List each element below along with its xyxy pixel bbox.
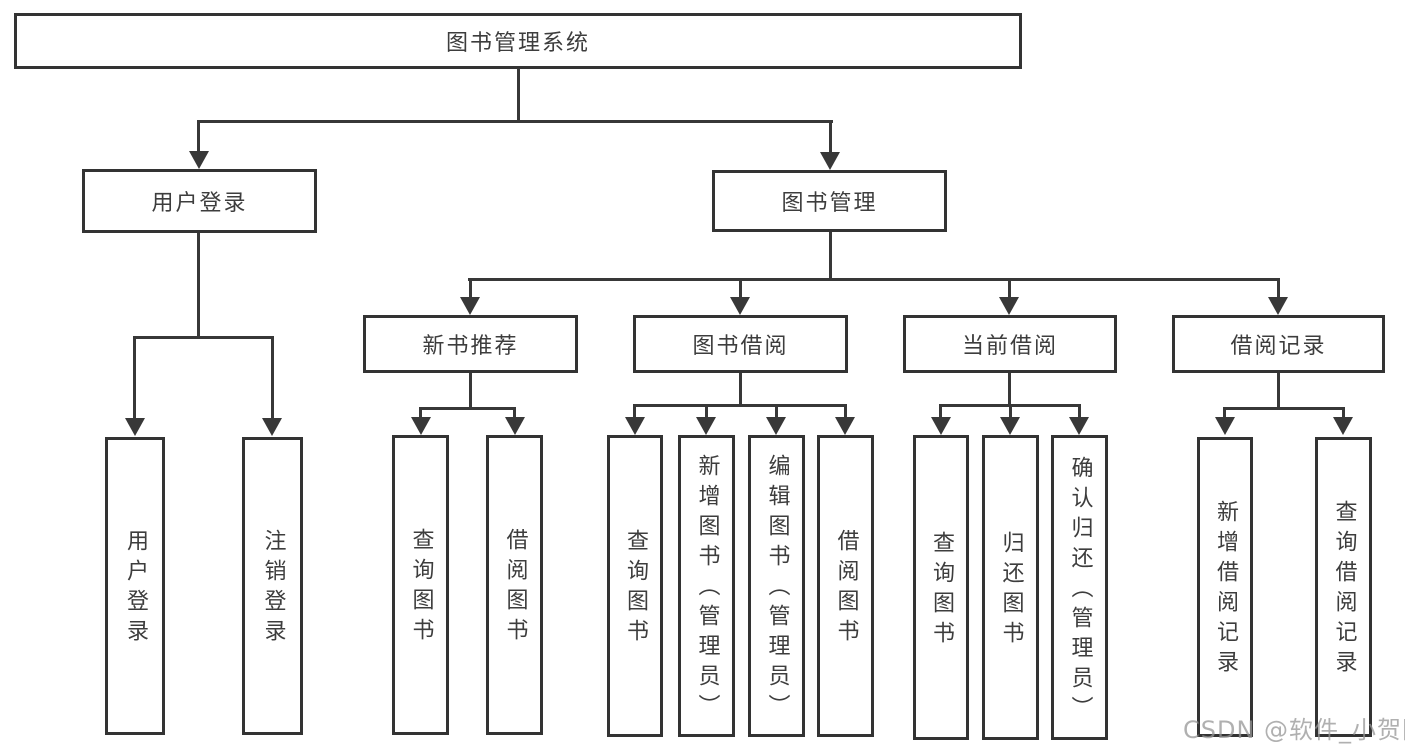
arrowhead-down-icon — [1069, 417, 1089, 435]
leaf-current-confirm-return-admin-label: 确认归还（管理员） — [1067, 455, 1093, 726]
connector-newbook-hline — [419, 407, 516, 410]
node-user-login-label: 用户登录 — [151, 191, 248, 216]
node-current-borrowing-label: 当前借阅 — [961, 334, 1058, 359]
arrowhead-down-icon — [1000, 417, 1020, 435]
connector-borrow-leaf-stem — [705, 404, 708, 418]
arrowhead-down-icon — [835, 417, 855, 435]
leaf-current-return-books: 归还图书 — [982, 435, 1039, 740]
connector-newbook-leaf-stem — [513, 407, 516, 419]
leaf-borrow-edit-books-admin: 编辑图书（管理员） — [748, 435, 805, 737]
arrowhead-down-icon — [766, 417, 786, 435]
connector-newbook-vline — [469, 373, 472, 407]
node-current-borrowing: 当前借阅 — [903, 315, 1117, 373]
node-book-management: 图书管理 — [712, 170, 947, 232]
leaf-current-return-books-label: 归还图书 — [998, 530, 1024, 651]
node-new-book-recommendation-label: 新书推荐 — [422, 334, 519, 359]
connector-borrow-vline — [739, 373, 742, 404]
connector-records-vline — [1277, 373, 1280, 407]
connector-root-hline — [197, 120, 833, 123]
connector-user-leaf2-stem — [271, 336, 274, 418]
leaf-records-add-record: 新增借阅记录 — [1197, 437, 1253, 737]
arrowhead-down-icon — [125, 418, 145, 436]
leaf-borrow-add-books-admin-label: 新增图书（管理员） — [694, 454, 720, 724]
connector-current-leaf-stem — [939, 404, 942, 418]
connector-mgmt-hline — [468, 278, 1280, 281]
leaf-current-query-books: 查询图书 — [913, 435, 969, 740]
leaf-user-login: 用户登录 — [105, 437, 165, 735]
arrowhead-down-icon — [505, 417, 525, 435]
connector-borrow-hline — [633, 404, 847, 407]
connector-l3-stem — [1277, 278, 1280, 298]
leaf-newbook-query-books: 查询图书 — [392, 435, 449, 735]
connector-current-vline — [1008, 373, 1011, 404]
node-borrowing-records: 借阅记录 — [1172, 315, 1385, 373]
arrowhead-down-icon — [625, 417, 645, 435]
node-borrowing-records-label: 借阅记录 — [1230, 334, 1327, 359]
leaf-records-add-record-label: 新增借阅记录 — [1213, 500, 1238, 680]
connector-records-leaf-stem — [1223, 407, 1226, 419]
node-library-system-label: 图书管理系统 — [445, 31, 590, 56]
node-book-borrowing: 图书借阅 — [633, 315, 848, 373]
leaf-current-query-books-label: 查询图书 — [929, 530, 954, 651]
arrowhead-down-icon — [1333, 417, 1353, 435]
arrowhead-down-icon — [730, 297, 750, 315]
connector-borrow-leaf-stem — [633, 404, 636, 418]
connector-user-hline — [133, 336, 274, 339]
arrowhead-down-icon — [460, 297, 480, 315]
leaf-borrow-borrow-books-label: 借阅图书 — [833, 529, 859, 649]
connector-borrow-leaf-stem — [775, 404, 778, 418]
arrowhead-down-icon — [1215, 417, 1235, 435]
connector-l3-stem — [469, 278, 472, 298]
arrowhead-down-icon — [820, 152, 840, 170]
leaf-borrow-edit-books-admin-label: 编辑图书（管理员） — [764, 454, 790, 724]
leaf-newbook-query-books-label: 查询图书 — [408, 528, 434, 648]
leaf-borrow-add-books-admin: 新增图书（管理员） — [678, 435, 735, 737]
connector-user-leaf1-stem — [133, 336, 136, 418]
connector-records-hline — [1223, 407, 1345, 410]
arrowhead-down-icon — [1268, 297, 1288, 315]
leaf-records-query-record-label: 查询借阅记录 — [1331, 500, 1357, 680]
node-library-system: 图书管理系统 — [14, 13, 1022, 69]
connector-borrow-leaf-stem — [844, 404, 847, 418]
connector-root-vline — [517, 68, 520, 121]
connector-book-mgmt-stem — [829, 120, 832, 154]
arrowhead-down-icon — [696, 417, 716, 435]
connector-mgmt-vline — [829, 232, 832, 278]
node-book-borrowing-label: 图书借阅 — [692, 334, 789, 359]
node-book-management-label: 图书管理 — [781, 191, 878, 216]
connector-records-leaf-stem — [1342, 407, 1345, 419]
csdn-watermark: CSDN @软件_小贺同学 — [1183, 716, 1405, 744]
connector-l3-stem — [739, 278, 742, 298]
leaf-borrow-query-books: 查询图书 — [607, 435, 663, 737]
arrowhead-down-icon — [262, 418, 282, 436]
connector-user-vline — [197, 233, 200, 336]
node-new-book-recommendation: 新书推荐 — [363, 315, 578, 373]
leaf-logout-label: 注销登录 — [260, 529, 286, 649]
connector-current-leaf-stem — [1078, 404, 1081, 418]
connector-newbook-leaf-stem — [419, 407, 422, 419]
leaf-records-query-record: 查询借阅记录 — [1315, 437, 1372, 737]
arrowhead-down-icon — [999, 297, 1019, 315]
leaf-borrow-query-books-label: 查询图书 — [623, 529, 648, 649]
leaf-current-confirm-return-admin: 确认归还（管理员） — [1051, 435, 1108, 740]
leaf-logout: 注销登录 — [242, 437, 303, 735]
arrowhead-down-icon — [931, 417, 951, 435]
leaf-newbook-borrow-books: 借阅图书 — [486, 435, 543, 735]
leaf-newbook-borrow-books-label: 借阅图书 — [502, 528, 528, 648]
leaf-user-login-label: 用户登录 — [123, 529, 148, 649]
leaf-borrow-borrow-books: 借阅图书 — [817, 435, 874, 737]
connector-current-leaf-stem — [1009, 404, 1012, 418]
arrowhead-down-icon — [189, 151, 209, 169]
arrowhead-down-icon — [411, 417, 431, 435]
node-user-login: 用户登录 — [82, 169, 317, 233]
connector-user-login-stem — [197, 120, 200, 153]
connector-l3-stem — [1008, 278, 1011, 298]
